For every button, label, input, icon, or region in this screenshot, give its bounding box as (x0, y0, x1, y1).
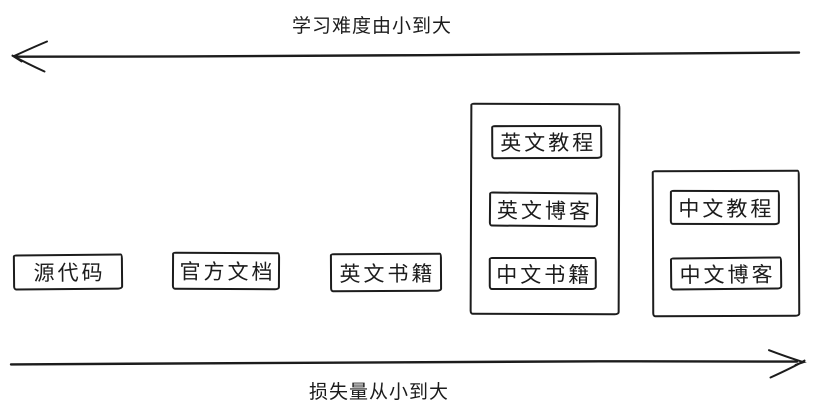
node-chinese-tutorials-label: 中文教程 (678, 197, 775, 221)
loss-axis-arrow-right (9, 349, 807, 379)
difficulty-axis-label: 学习难度由小到大 (292, 16, 453, 37)
node-english-blogs-label: 英文博客 (496, 199, 594, 223)
node-english-tutorials: 英文教程 (491, 124, 603, 160)
node-english-books: 英文书籍 (329, 252, 443, 293)
node-english-tutorials-label: 英文教程 (500, 131, 597, 156)
group-box-chinese-resources: 中文教程 中文博客 (651, 169, 801, 318)
group-box-english-resources: 英文教程 英文博客 中文书籍 (469, 102, 621, 316)
node-source-code-label: 源代码 (33, 261, 106, 286)
loss-axis-label: 损失量从小到大 (309, 382, 450, 403)
node-chinese-tutorials: 中文教程 (669, 189, 780, 226)
node-source-code: 源代码 (12, 253, 124, 291)
node-chinese-blogs-label: 中文博客 (679, 263, 776, 287)
node-chinese-blogs: 中文博客 (669, 256, 783, 291)
difficulty-axis-arrow-left (11, 40, 801, 73)
node-chinese-books-label: 中文书籍 (496, 263, 593, 287)
node-chinese-books: 中文书籍 (488, 256, 597, 290)
node-english-blogs: 英文博客 (488, 191, 599, 228)
node-official-docs: 官方文档 (171, 251, 281, 291)
node-english-books-label: 英文书籍 (339, 262, 436, 286)
node-official-docs-label: 官方文档 (179, 260, 276, 285)
